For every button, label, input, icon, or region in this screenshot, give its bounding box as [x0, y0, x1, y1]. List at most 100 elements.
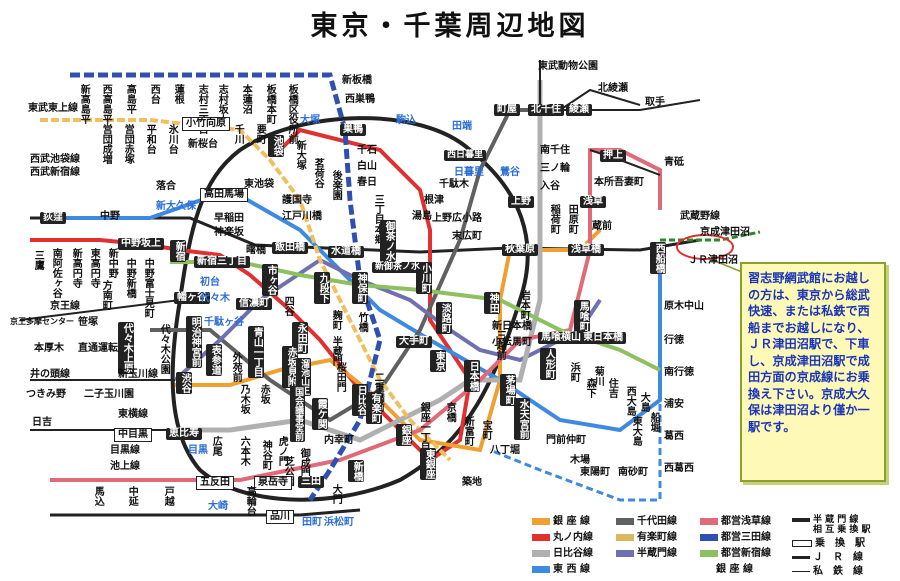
legend-hibiya: 日比谷線	[532, 544, 593, 559]
legend-swatch	[792, 555, 810, 559]
station-label: 落合	[156, 181, 176, 192]
station-label: 秋葉原	[502, 244, 538, 256]
station-label: 霞ケ関	[312, 398, 329, 430]
legend-transfer-mutual-2: 相 互 乗 換 駅	[792, 522, 871, 535]
map-title: 東京・千葉周辺地図	[310, 11, 590, 42]
station-label: 浜町	[568, 362, 580, 382]
station-label: 三田	[298, 476, 324, 488]
station-label: 御茶ノ水	[380, 220, 397, 262]
station-label: 千石	[357, 145, 377, 156]
station-label: 井の頭線	[30, 369, 70, 380]
station-label: 西高島平	[100, 84, 112, 124]
station-label: 要町	[254, 124, 266, 144]
station-label: 三越前	[494, 330, 506, 360]
station-label: 飯田橋	[272, 242, 308, 254]
station-label: 京成津田沼	[700, 227, 750, 238]
station-label: 平和台	[144, 124, 156, 154]
legend-swatch	[616, 533, 634, 541]
station-label: 神楽坂	[214, 227, 244, 238]
legend-swatch	[700, 549, 718, 557]
station-label: 笹塚	[78, 317, 98, 328]
station-label: 高島平	[124, 84, 136, 114]
station-label: 馬喰町	[574, 300, 591, 332]
station-label: 神保町	[352, 272, 369, 304]
station-label: 戸越	[162, 486, 174, 506]
station-label: 大塚	[300, 115, 320, 126]
station-label: 明治神宮前	[186, 316, 203, 368]
station-label: 目黒線	[110, 445, 140, 456]
station-label: 高田馬場	[200, 188, 248, 202]
legend-chiyoda: 千代田線	[616, 512, 677, 527]
station-label: 東銀座	[420, 448, 437, 480]
station-label: 駒込	[396, 115, 416, 126]
station-label: 日吉	[32, 417, 52, 428]
station-label: 千駄木	[439, 179, 469, 190]
station-label: 京橋	[444, 402, 456, 422]
legend-transfer: 乗 換 駅	[792, 534, 865, 549]
station-label: 氷川台	[166, 124, 178, 154]
station-label: 代々木公園	[158, 324, 170, 374]
station-label: 東京	[430, 350, 447, 372]
station-label: 志村坂上	[216, 84, 228, 124]
station-label: 千駄ヶ谷	[204, 317, 244, 328]
station-label: 有楽町	[366, 392, 383, 424]
legend-hanzomon: 半蔵門線	[616, 544, 677, 559]
station-label: 東武東上線	[28, 103, 78, 114]
station-label: 西武新宿線	[30, 167, 80, 178]
legend-asakusa: 都営浅草線	[700, 512, 771, 527]
station-label: 青山一丁目	[248, 326, 265, 378]
station-label: 八丁堀	[490, 445, 520, 456]
station-label: 京王多摩センター	[10, 317, 74, 326]
station-label: 千川	[232, 124, 244, 144]
station-label: 表参道	[206, 344, 223, 376]
station-label: 本厚木	[34, 343, 64, 354]
station-label: 江戸川橋	[282, 211, 322, 222]
station-label: 淡路町	[436, 302, 453, 334]
station-label: 武蔵野線	[680, 211, 720, 222]
station-label: 水天宮前	[514, 398, 531, 440]
station-label: 三ノ輪	[540, 163, 570, 174]
station-label: 町屋	[494, 104, 520, 116]
station-label: 本蓮沼	[240, 84, 252, 114]
station-label: 神田	[484, 292, 501, 314]
station-label: 末広町	[452, 231, 482, 242]
station-label: 巣鴨	[340, 124, 366, 136]
legend: 銀 座 線 丸ノ内線 日比谷線 東 西 線 千代田線 有楽町線 半蔵門線 都営浅…	[532, 512, 892, 578]
station-label: 新高島平	[78, 84, 90, 124]
station-label: 南行徳	[664, 367, 694, 378]
station-label: 西巣鴨	[345, 94, 375, 105]
station-label: 京王線	[50, 301, 80, 312]
legend-swatch	[792, 539, 812, 547]
station-label: つきみ野	[26, 389, 66, 400]
legend-swatch	[532, 565, 550, 573]
legend-swatch	[792, 517, 810, 522]
station-label: 新橋	[348, 460, 365, 482]
station-label: 恵比寿	[166, 428, 202, 440]
station-label: 後楽園	[330, 170, 342, 200]
station-label: 茗荷谷	[312, 158, 324, 188]
station-label: 三丁目本郷	[372, 194, 384, 244]
station-label: 大島	[638, 392, 650, 412]
station-label: 大門	[330, 484, 342, 504]
legend-private: 私 鉄 線	[792, 562, 863, 577]
station-label: 半蔵門	[330, 336, 342, 366]
station-label: 新大久保	[156, 201, 196, 212]
station-label: 桜田門	[334, 362, 346, 392]
station-label: 根津	[424, 195, 444, 206]
legend-transfer-mutual: 半 蔵 門 線	[792, 512, 858, 525]
station-label: 浦安	[664, 399, 684, 410]
station-label: 赤坂	[258, 384, 270, 404]
station-label: 綾瀬	[566, 104, 592, 116]
station-label: 銀座一丁目	[418, 402, 430, 452]
station-label: 池袋	[268, 135, 285, 157]
station-label: 二子玉川園	[84, 389, 134, 400]
station-label: 西武池袋線	[30, 154, 80, 165]
station-label: 信濃町	[236, 298, 272, 310]
station-label: 新大塚	[294, 140, 306, 170]
legend-swatch	[532, 533, 550, 541]
station-label: 方南町	[100, 280, 112, 310]
station-label: 小竹向原	[182, 117, 230, 131]
station-label: 取手	[645, 97, 665, 108]
station-label: 中延	[126, 486, 138, 506]
station-label: 竹橋	[356, 312, 368, 332]
